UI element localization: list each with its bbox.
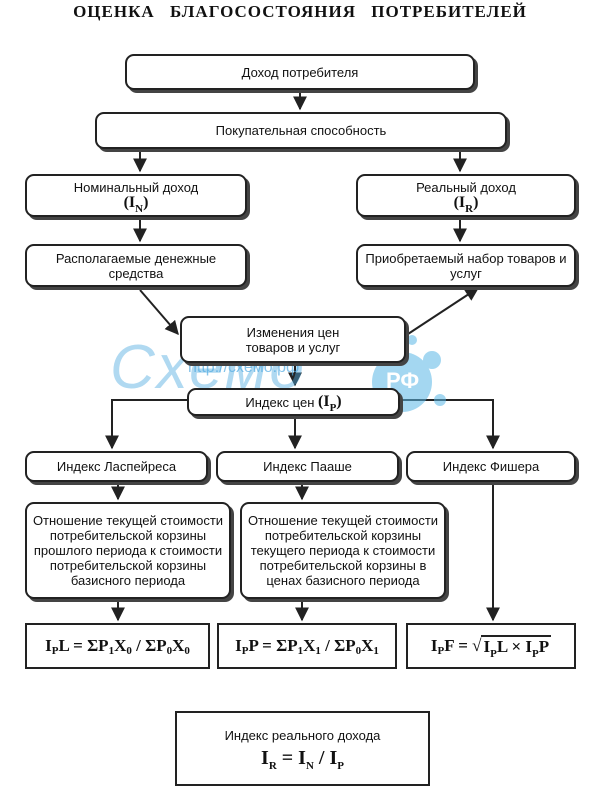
fisher-box: Индекс Фишера xyxy=(406,451,576,482)
income-label: Доход потребителя xyxy=(241,64,359,80)
paasche-description: Отношение текущей стоимости потребительс… xyxy=(247,513,439,588)
real-income-symbol: (IR) xyxy=(453,193,479,215)
acquired-set-label: Приобретаемый набор товаров и услуг xyxy=(365,250,567,281)
fisher-label: Индекс Фишера xyxy=(442,459,540,474)
real-income-label: Реальный доход xyxy=(416,179,516,195)
disposable-money-box: Располагаемые денежные средства xyxy=(25,244,247,287)
real-income-index-label: Индекс реального дохода xyxy=(224,728,381,743)
price-index-box: Индекс цен (IP) xyxy=(187,388,400,416)
nominal-income-label: Номинальный доход xyxy=(73,179,199,195)
laspeyres-label: Индекс Ласпейреса xyxy=(56,459,177,474)
acquired-set-box: Приобретаемый набор товаров и услуг xyxy=(356,244,576,287)
laspeyres-description-box: Отношение текущей стоимости потребительс… xyxy=(25,502,231,599)
paasche-description-box: Отношение текущей стоимости потребительс… xyxy=(240,502,446,599)
price-index-label: Индекс цен xyxy=(245,394,315,410)
price-changes-label: Изменения цен товаров и услуг xyxy=(245,324,341,355)
laspeyres-description: Отношение текущей стоимости потребительс… xyxy=(32,513,224,588)
price-index-symbol: (IP) xyxy=(318,392,342,414)
purchasing-power-box: Покупательная способность xyxy=(95,112,507,149)
paasche-box: Индекс Пааше xyxy=(216,451,399,482)
real-income-index-box: Индекс реального дохода IR = IN / IP xyxy=(175,711,430,786)
laspeyres-box: Индекс Ласпейреса xyxy=(25,451,208,482)
nominal-income-box: Номинальный доход (IN) xyxy=(25,174,247,217)
real-income-index-formula: IR = IN / IP xyxy=(261,747,344,772)
purchasing-power-label: Покупательная способность xyxy=(215,123,387,138)
nominal-income-symbol: (IN) xyxy=(123,193,149,215)
disposable-money-label: Располагаемые денежные средства xyxy=(55,250,217,281)
paasche-label: Индекс Пааше xyxy=(263,459,352,474)
real-income-box: Реальный доход (IR) xyxy=(356,174,576,217)
watermark-url: http://схемо.рф xyxy=(188,359,300,376)
income-box: Доход потребителя xyxy=(125,54,475,90)
price-changes-box: Изменения цен товаров и услуг xyxy=(180,316,406,363)
page-title: ОЦЕНКА БЛАГОСОСТОЯНИЯ ПОТРЕБИТЕЛЕЙ xyxy=(73,2,527,21)
